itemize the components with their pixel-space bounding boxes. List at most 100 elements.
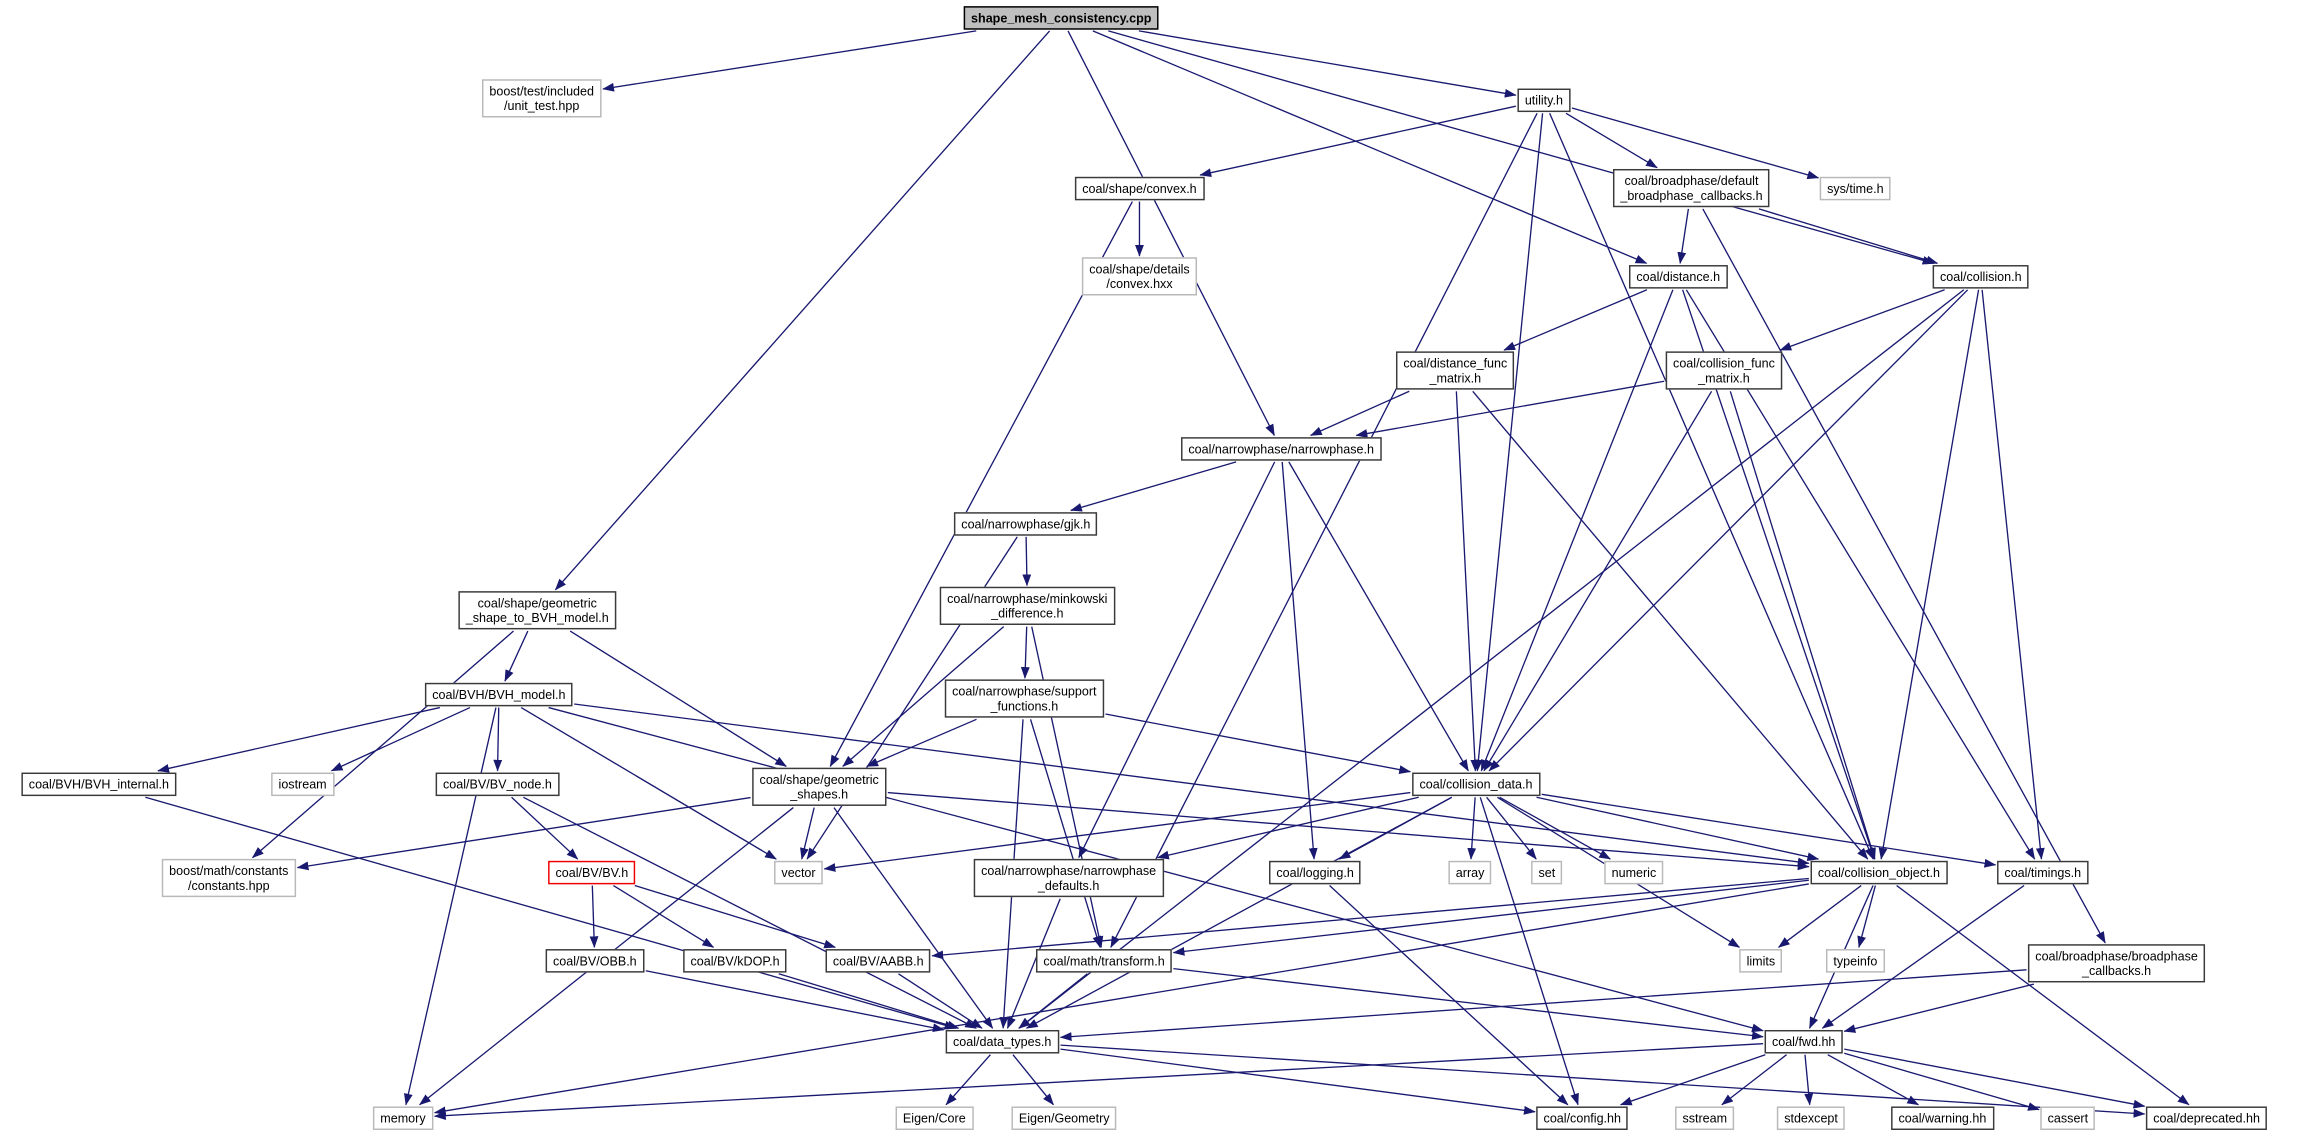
edge-fwd-sstream — [1721, 1054, 1787, 1106]
edge-cpp_main-distance_h — [1092, 30, 1648, 264]
graph-node-geom_shapes[interactable]: coal/shape/geometric _shapes.h — [752, 767, 887, 807]
edge-utility-collision_object — [1549, 113, 1874, 860]
edge-gjk-minkowski — [1022, 536, 1032, 587]
edge-geom_shapes-collision_object — [887, 791, 1810, 871]
graph-node-collision_data[interactable]: coal/collision_data.h — [1412, 772, 1540, 796]
graph-node-bv_node[interactable]: coal/BV/BV_node.h — [435, 772, 560, 796]
edge-collision_object-deprecated — [1896, 885, 2190, 1106]
edge-default_bp_cb-collision_h — [1758, 208, 1939, 265]
edge-bp_callbacks-data_types — [1059, 969, 2027, 1041]
edge-collision_h-data_types — [1018, 289, 1965, 1029]
graph-node-support_fn[interactable]: coal/narrowphase/support _functions.h — [944, 679, 1104, 719]
graph-node-shape2bvh[interactable]: coal/shape/geometric _shape_to_BVH_model… — [458, 591, 617, 630]
graph-node-gjk[interactable]: coal/narrowphase/gjk.h — [953, 512, 1098, 536]
edge-coll_func-narrowphase — [1355, 380, 1665, 438]
edge-geom_shapes-data_types — [833, 807, 994, 1029]
graph-node-iostream: iostream — [271, 772, 335, 796]
graph-node-sys_time: sys/time.h — [1819, 176, 1891, 200]
graph-node-warning[interactable]: coal/warning.hh — [1891, 1106, 1994, 1130]
edge-bvh_model-vector — [520, 706, 777, 860]
edge-support_fn-transform — [1029, 719, 1102, 949]
edge-bv_bv-obb — [589, 885, 599, 949]
edge-timings-fwd — [1821, 885, 2025, 1029]
edge-collision_data-logging — [1338, 796, 1453, 860]
graph-node-minkowski[interactable]: coal/narrowphase/minkowski _difference.h — [939, 586, 1115, 626]
graph-node-eigen_core: Eigen/Core — [895, 1106, 974, 1130]
edge-collision_data-np_defaults — [1157, 796, 1419, 860]
graph-node-collision_h[interactable]: coal/collision.h — [1932, 265, 2029, 289]
edge-logging-config — [1329, 885, 1569, 1106]
graph-node-transform[interactable]: coal/math/transform.h — [1036, 949, 1173, 973]
graph-node-aabb[interactable]: coal/BV/AABB.h — [825, 949, 931, 973]
graph-node-default_bp_cb[interactable]: coal/broadphase/default _broadphase_call… — [1612, 168, 1771, 208]
edge-collision_data-timings — [1541, 793, 1997, 868]
edge-collision_data-array — [1467, 797, 1477, 860]
graph-node-obb[interactable]: coal/BV/OBB.h — [545, 949, 645, 973]
graph-node-narrowphase[interactable]: coal/narrowphase/narrowphase.h — [1181, 437, 1382, 461]
edge-fwd-config — [1619, 1054, 1766, 1106]
edge-bv_bv-kdop — [613, 884, 715, 948]
edge-minkowski-geom_shapes — [842, 626, 1005, 767]
edge-cpp_main-narrowphase — [1067, 30, 1275, 437]
graph-node-logging[interactable]: coal/logging.h — [1269, 860, 1362, 884]
edge-utility-transform — [1110, 112, 1538, 948]
graph-node-cassert: cassert — [2040, 1106, 2096, 1130]
edge-shape2bvh-boost_constants — [251, 630, 514, 859]
edge-distance_h-dist_func — [1503, 289, 1648, 351]
edge-default_bp_cb-distance_h — [1677, 208, 1690, 265]
edge-narrowphase-np_defaults — [1078, 461, 1276, 859]
graph-node-convex[interactable]: coal/shape/convex.h — [1074, 176, 1205, 200]
edge-utility-convex — [1199, 105, 1516, 178]
graph-node-config[interactable]: coal/config.hh — [1536, 1106, 1629, 1130]
graph-node-np_defaults[interactable]: coal/narrowphase/narrowphase _defaults.h — [973, 858, 1164, 898]
edge-bvh_internal-data_types — [145, 796, 957, 1030]
graph-node-array: array — [1448, 860, 1492, 884]
graph-node-bvh_internal[interactable]: coal/BVH/BVH_internal.h — [21, 772, 177, 796]
graph-node-eigen_geom: Eigen/Geometry — [1011, 1106, 1117, 1130]
graph-node-sstream: sstream — [1675, 1106, 1735, 1130]
edge-collision_data-numeric — [1499, 796, 1611, 860]
edge-bv_node-data_types — [523, 796, 977, 1029]
edge-utility-sys_time — [1571, 107, 1820, 180]
graph-node-convex_hxx: coal/shape/details /convex.hxx — [1081, 257, 1198, 296]
graph-node-bv_bv[interactable]: coal/BV/BV.h — [548, 860, 636, 884]
graph-node-distance_h[interactable]: coal/distance.h — [1628, 265, 1728, 289]
edge-collision_object-transform — [1172, 879, 1809, 956]
edge-default_bp_cb-bp_callbacks — [1702, 208, 2106, 944]
edge-fwd-memory — [433, 1043, 1764, 1120]
edge-kdop-data_types — [778, 973, 960, 1030]
graph-node-data_types[interactable]: coal/data_types.h — [945, 1029, 1059, 1053]
graph-node-set: set — [1531, 860, 1563, 884]
edge-collision_data-vector — [823, 791, 1411, 872]
graph-node-stdexcept: stdexcept — [1776, 1106, 1846, 1130]
graph-node-utility[interactable]: utility.h — [1517, 88, 1571, 112]
edge-collision_data-set — [1486, 796, 1537, 860]
edge-support_fn-geom_shapes — [866, 718, 977, 767]
graph-node-bp_callbacks[interactable]: coal/broadphase/broadphase _callbacks.h — [2027, 944, 2206, 983]
edge-dist_func-collision_data — [1455, 391, 1480, 772]
graph-node-timings[interactable]: coal/timings.h — [1997, 860, 2089, 884]
edge-distance_h-collision_data — [1480, 289, 1674, 772]
edge-data_types-eigen_core — [945, 1054, 991, 1106]
edge-collision_h-coll_func — [1779, 289, 1945, 351]
graph-node-fwd[interactable]: coal/fwd.hh — [1764, 1029, 1843, 1053]
graph-node-collision_object[interactable]: coal/collision_object.h — [1810, 860, 1948, 884]
edge-collision_object-memory — [433, 883, 1809, 1116]
edge-bvh_model-collision_object — [574, 703, 1810, 867]
graph-node-deprecated[interactable]: coal/deprecated.hh — [2145, 1106, 2268, 1130]
graph-node-bvh_model[interactable]: coal/BVH/BVH_model.h — [424, 682, 573, 706]
graph-node-limits: limits — [1739, 949, 1783, 973]
edge-narrowphase-logging — [1281, 461, 1318, 860]
edge-collision_object-limits — [1777, 885, 1862, 948]
graph-node-coll_func[interactable]: coal/collision_func _matrix.h — [1665, 351, 1783, 390]
edge-transform-fwd — [1173, 967, 1764, 1040]
edge-data_types-config — [1060, 1048, 1536, 1115]
edge-collision_data-collision_object — [1536, 796, 1820, 862]
edge-bv_node-bv_bv — [511, 796, 579, 860]
graph-node-dist_func[interactable]: coal/distance_func _matrix.h — [1395, 351, 1515, 390]
graph-node-memory: memory — [372, 1106, 433, 1130]
graph-node-kdop[interactable]: coal/BV/kDOP.h — [683, 949, 787, 973]
edge-dist_func-narrowphase — [1310, 390, 1410, 437]
